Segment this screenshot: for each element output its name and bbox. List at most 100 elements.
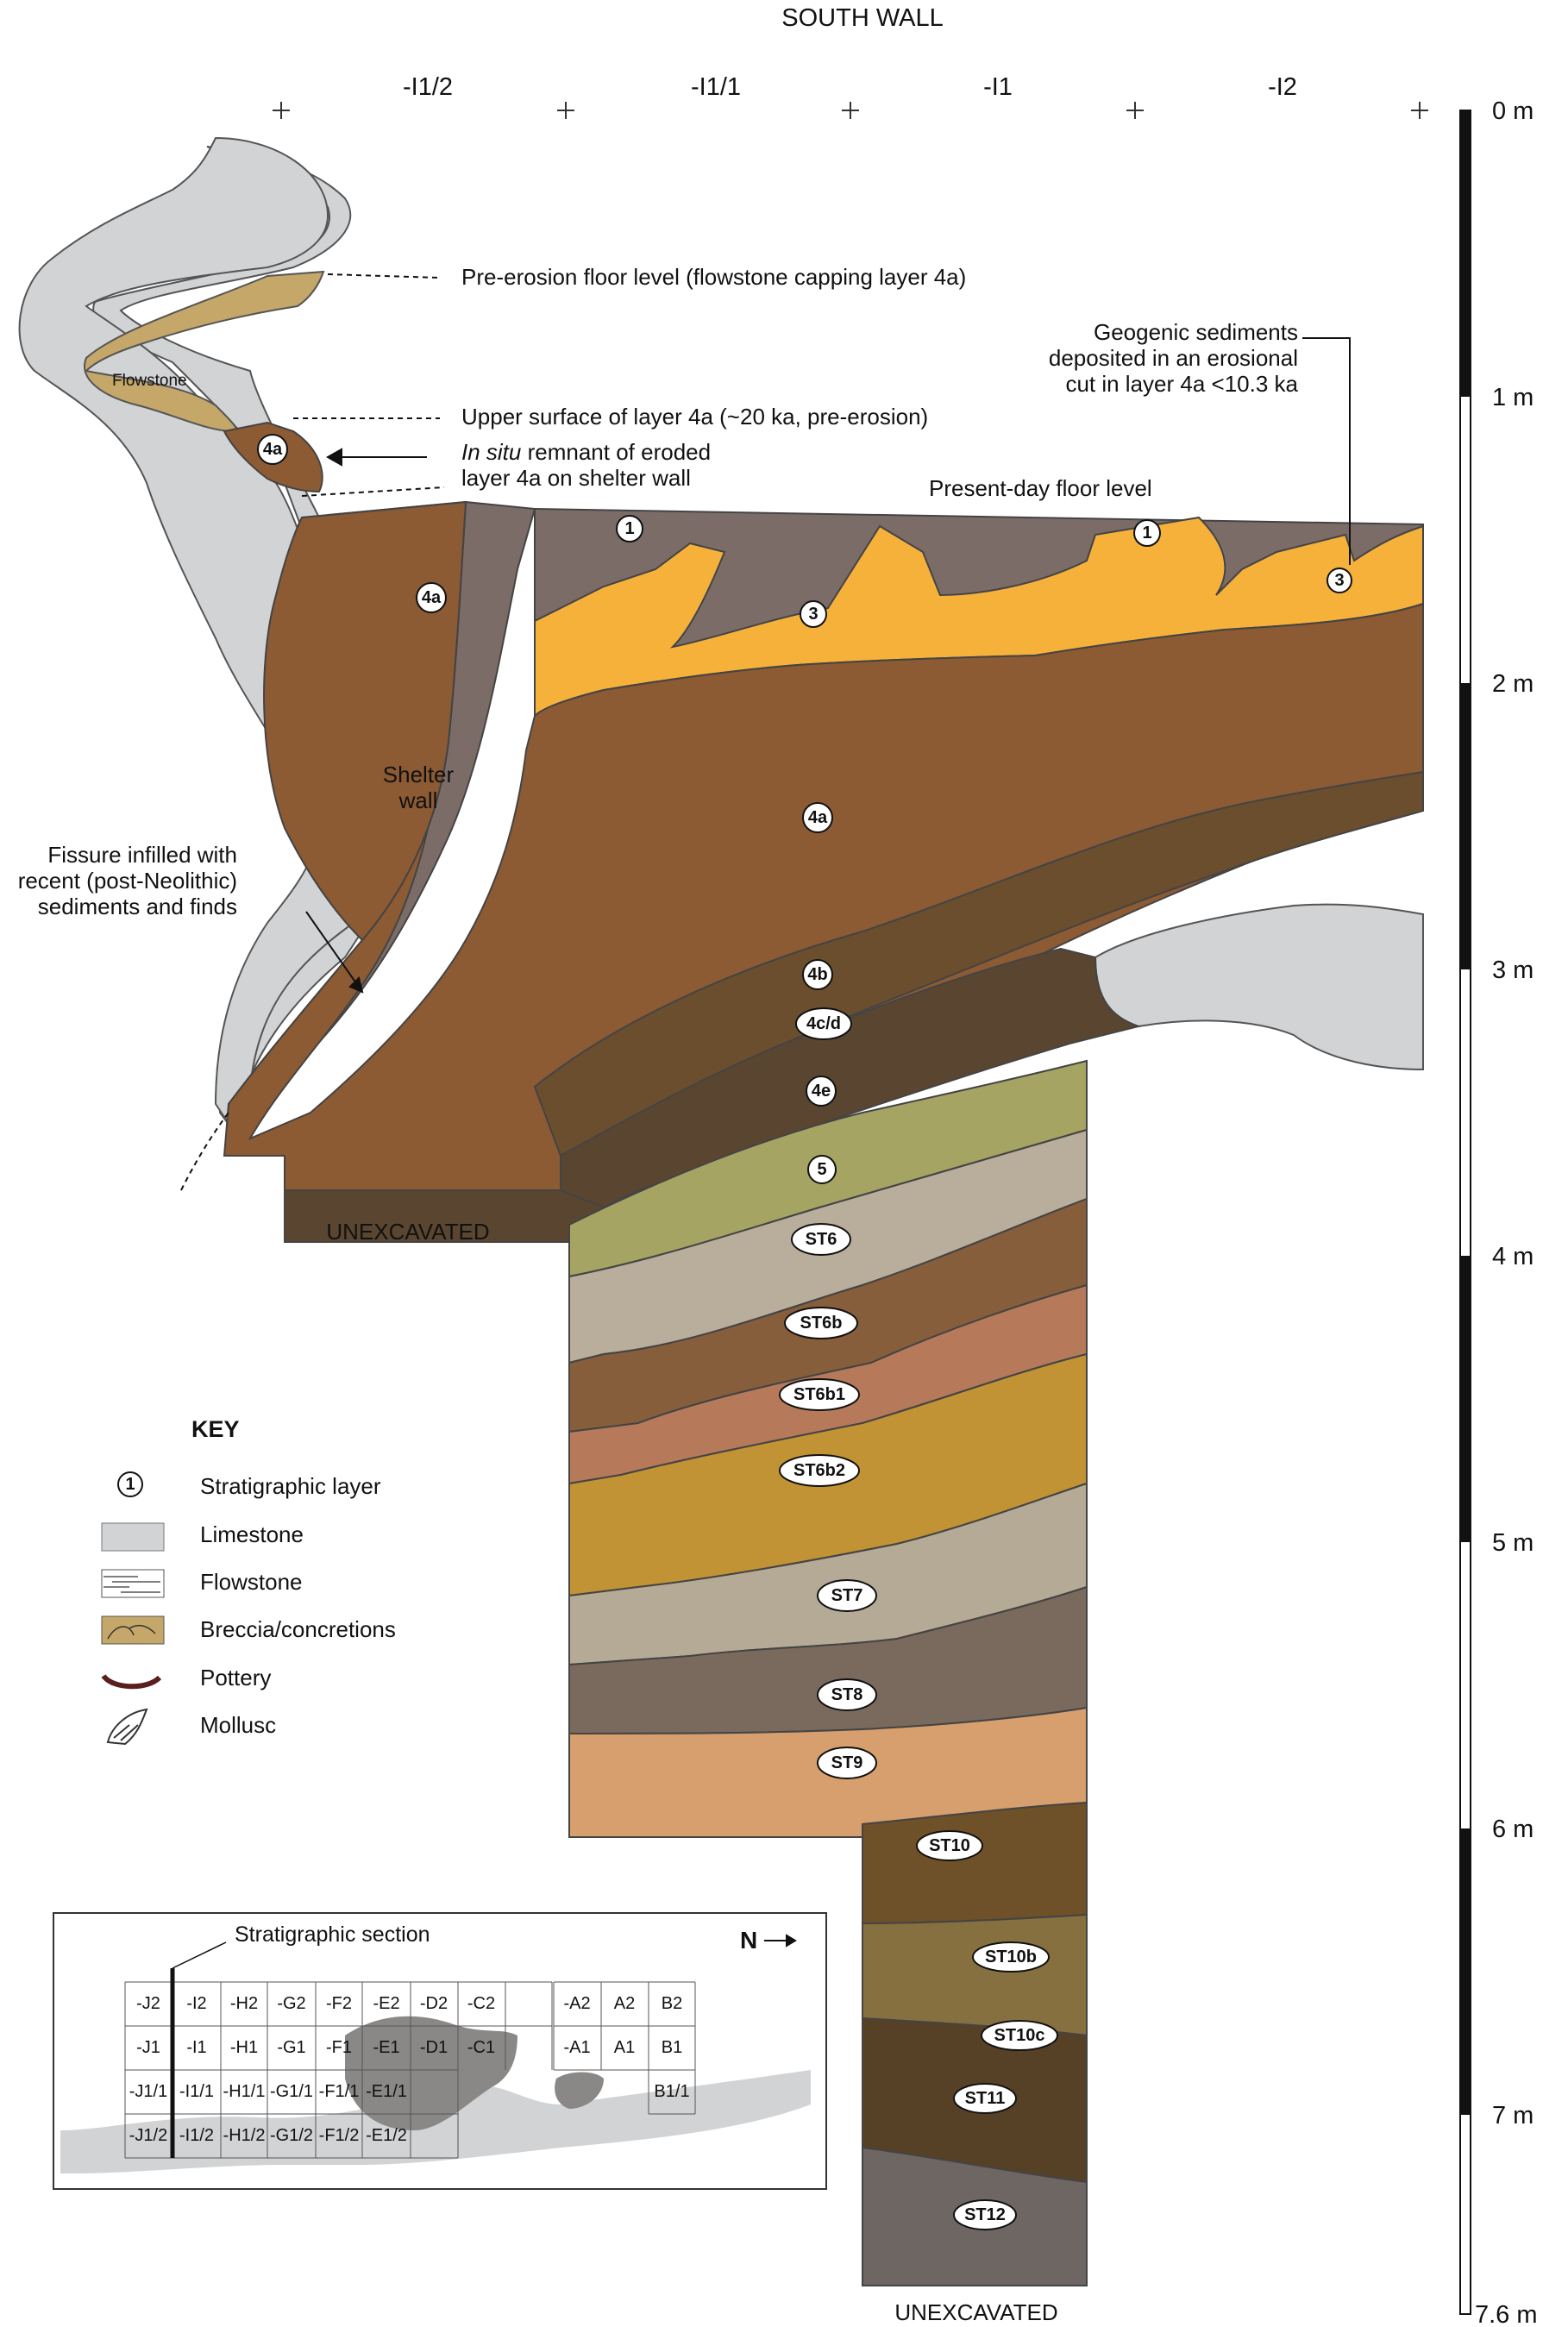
svg-text:-G2: -G2 — [277, 1994, 305, 2013]
svg-text:-D1: -D1 — [420, 2038, 448, 2057]
svg-text:ST10: ST10 — [929, 1836, 970, 1855]
legend-item: Pottery — [200, 1665, 271, 1690]
svg-text:A1: A1 — [614, 2038, 635, 2057]
legend: KEY 1 Stratigraphic layer Limestone Flow… — [101, 1416, 396, 1746]
layer-tag-st10c: ST10c — [981, 2020, 1058, 2051]
svg-text:-E1: -E1 — [373, 2038, 399, 2057]
north-label: N — [740, 1927, 757, 1954]
stratigraphic-layer-icon: 1 — [117, 1471, 143, 1497]
layer-tag-3: 3 — [800, 600, 827, 628]
annotation-geogenic-1: Geogenic sediments — [1094, 319, 1298, 345]
column-label: -I1/2 — [403, 73, 453, 101]
layer-tag-4b: 4b — [802, 959, 833, 990]
annotation-pre-erosion: Pre-erosion floor level (flowstone cappi… — [461, 264, 966, 290]
column-label: -I2 — [1268, 73, 1297, 101]
svg-text:-F1: -F1 — [326, 2038, 352, 2057]
grid-cross — [1411, 102, 1428, 119]
annotation-fissure-2: recent (post-Neolithic) — [18, 868, 237, 894]
column-label: -I1/1 — [691, 73, 741, 101]
svg-text:-E2: -E2 — [373, 1994, 399, 2013]
legend-item: Breccia/concretions — [200, 1616, 396, 1642]
upper-flowstone — [84, 270, 325, 433]
layer-tag-st6b1: ST6b1 — [779, 1378, 860, 1411]
scale-label: 6 m — [1492, 1816, 1534, 1843]
layer-tag-5: 5 — [807, 1155, 837, 1184]
scale-label: 7.6 m — [1475, 2301, 1538, 2327]
inset-section-label: Stratigraphic section — [235, 1922, 430, 1947]
layer-tag-4a: 4a — [257, 434, 288, 465]
layer-tags: 1 1 3 3 4a 4a 4a 4b 4c/d 4e 5 ST6 ST6b S… — [257, 434, 1352, 2230]
svg-text:ST6b1: ST6b1 — [793, 1385, 845, 1404]
layer-tag-1: 1 — [616, 515, 643, 543]
scale-label: 1 m — [1492, 384, 1534, 411]
svg-text:-G1: -G1 — [277, 2038, 305, 2057]
annotation-shelter-2: wall — [398, 787, 438, 813]
svg-text:ST7: ST7 — [831, 1586, 863, 1605]
svg-text:4c/d: 4c/d — [806, 1014, 841, 1033]
legend-item: Flowstone — [200, 1569, 303, 1595]
annotation-upper-surface: Upper surface of layer 4a (~20 ka, pre-e… — [461, 404, 928, 430]
svg-text:ST6b2: ST6b2 — [793, 1461, 845, 1480]
svg-text:ST6: ST6 — [806, 1230, 837, 1249]
annotation-geogenic-2: deposited in an erosional — [1049, 345, 1298, 371]
annotation-flowstone: Flowstone — [112, 372, 187, 390]
layer-tag-4a: 4a — [802, 802, 833, 833]
scale-label: 3 m — [1492, 957, 1534, 984]
layer-tag-st12: ST12 — [953, 2199, 1017, 2230]
svg-text:-I1/1: -I1/1 — [179, 2082, 214, 2101]
svg-text:-I2: -I2 — [186, 1994, 206, 2013]
depth-scale: 0 m 1 m 2 m 3 m 4 m 5 m 6 m 7 m 7.6 m — [1459, 97, 1538, 2327]
svg-text:ST10c: ST10c — [994, 2026, 1045, 2045]
svg-text:-G1/1: -G1/1 — [270, 2082, 313, 2101]
svg-text:1: 1 — [125, 1475, 135, 1494]
svg-text:4a: 4a — [263, 440, 283, 459]
svg-text:-A1: -A1 — [563, 2038, 590, 2057]
svg-text:ST12: ST12 — [964, 2205, 1006, 2224]
svg-text:-J1/2: -J1/2 — [129, 2126, 167, 2145]
svg-text:4e: 4e — [812, 1082, 831, 1101]
svg-text:ST6b: ST6b — [800, 1314, 843, 1333]
svg-text:B1/1: B1/1 — [654, 2082, 689, 2101]
grid-cross — [273, 102, 290, 119]
layer-tag-st11: ST11 — [953, 2083, 1017, 2114]
legend-heading: KEY — [191, 1416, 240, 1442]
limestone-swatch — [101, 1522, 165, 1552]
svg-text:-A2: -A2 — [563, 1994, 590, 2013]
svg-text:ST8: ST8 — [831, 1685, 863, 1704]
svg-text:-F1/1: -F1/1 — [319, 2082, 360, 2101]
layer-tag-st10b: ST10b — [972, 1941, 1050, 1973]
layer-tag-4e: 4e — [806, 1076, 837, 1107]
legend-item: Limestone — [200, 1521, 304, 1547]
svg-text:-E1/1: -E1/1 — [366, 2082, 407, 2101]
svg-text:-I1: -I1 — [186, 2038, 206, 2057]
scale-label: 7 m — [1492, 2102, 1534, 2129]
flowstone-swatch — [101, 1569, 165, 1598]
svg-text:ST9: ST9 — [831, 1753, 863, 1772]
svg-text:ST11: ST11 — [965, 2089, 1006, 2108]
annotation-present-floor: Present-day floor level — [929, 475, 1152, 501]
svg-text:-J1/1: -J1/1 — [129, 2082, 167, 2101]
breccia-swatch — [101, 1615, 165, 1645]
layer-tag-3: 3 — [1327, 568, 1352, 593]
svg-text:4a: 4a — [422, 588, 442, 607]
annotation-fissure-1: Fissure infilled with — [47, 842, 237, 868]
svg-text:-E1/2: -E1/2 — [366, 2126, 407, 2145]
svg-text:A2: A2 — [614, 1994, 635, 2013]
grid-cross — [1126, 102, 1144, 119]
svg-text:4a: 4a — [808, 808, 828, 827]
svg-text:-H1/1: -H1/1 — [223, 2082, 266, 2101]
legend-item: Stratigraphic layer — [200, 1473, 381, 1499]
grid-cross — [842, 102, 859, 119]
annotation-fissure-3: sediments and finds — [38, 894, 237, 919]
layer-tag-st7: ST7 — [817, 1579, 877, 1612]
layer-tag-st6b2: ST6b2 — [779, 1454, 860, 1487]
layer-tag-st8: ST8 — [817, 1678, 877, 1711]
svg-text:5: 5 — [817, 1160, 826, 1179]
scale-label: 4 m — [1492, 1243, 1534, 1270]
inset-cell-labels: -J2 -I2 -H2 -G2 -F2 -E2 -D2 -C2 -J1 -I1 … — [129, 1994, 690, 2145]
annotation-geogenic-3: cut in layer 4a <10.3 ka — [1065, 371, 1298, 397]
scale-label: 2 m — [1492, 670, 1534, 698]
svg-text:-J2: -J2 — [136, 1994, 160, 2013]
svg-text:-J1: -J1 — [136, 2038, 160, 2057]
